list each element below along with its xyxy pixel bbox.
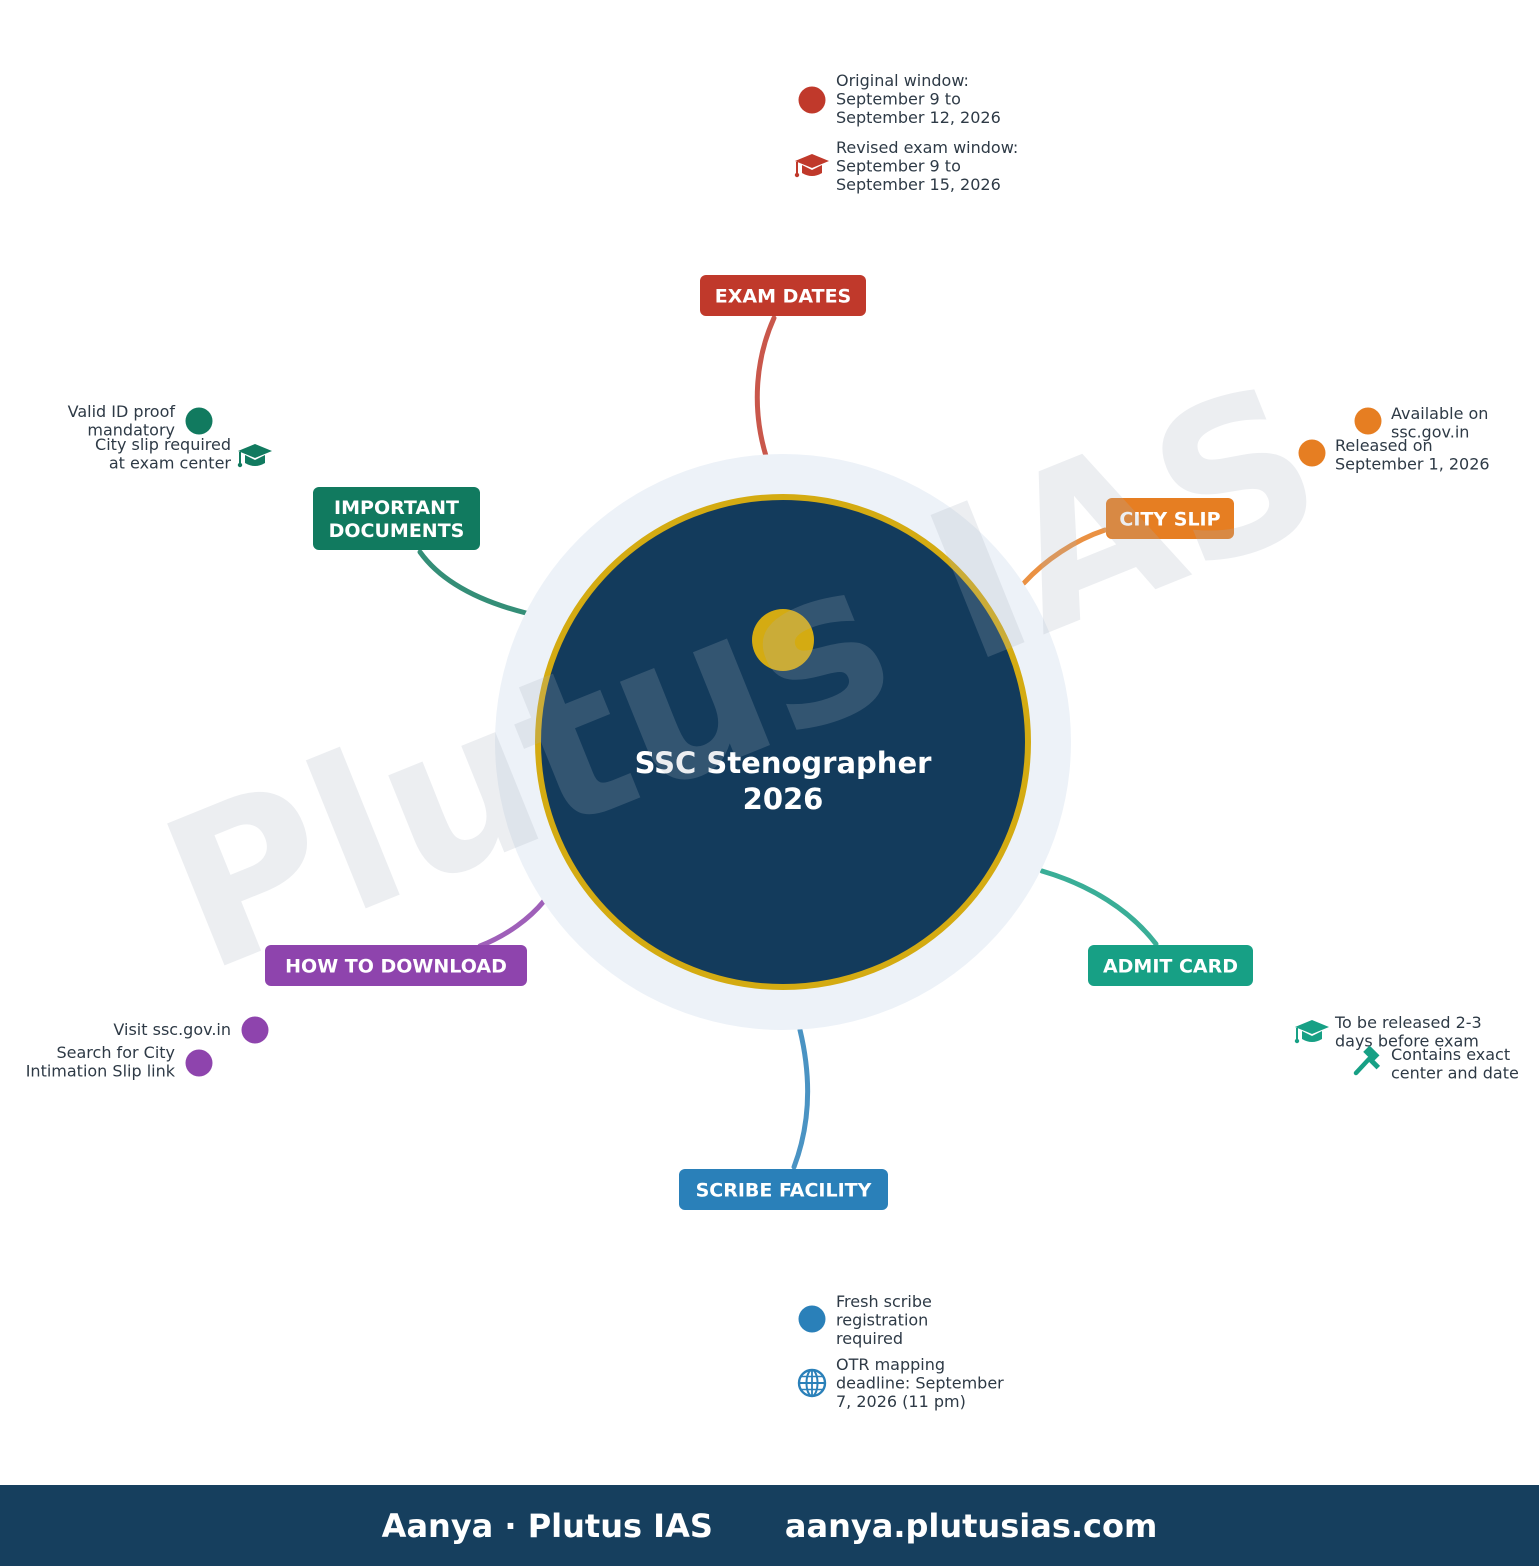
footer-url: aanya.plutusias.com	[784, 1506, 1158, 1545]
branch-connectors	[417, 315, 1159, 1170]
hub-core	[535, 494, 1031, 990]
hub-title-line-2: 2026	[743, 782, 824, 816]
city-slip-item-line: Released on	[1335, 436, 1433, 455]
central-hub: SSC Stenographer 2026	[495, 454, 1071, 1030]
important-documents-label-box	[313, 487, 480, 550]
gavel-icon	[1353, 1045, 1381, 1076]
admit-card-connector	[1039, 868, 1159, 947]
exam-dates-label-box	[700, 275, 866, 316]
hub-title-line-1: SSC Stenographer	[635, 746, 933, 780]
city-slip-item-line: September 1, 2026	[1335, 455, 1490, 474]
circle-bullet-icon	[185, 407, 213, 435]
city-slip-label-box	[1106, 498, 1234, 539]
admit-card-item-line: To be released 2-3	[1334, 1013, 1482, 1032]
exam-dates-item-line: Original window:	[836, 71, 969, 90]
branch-scribe-facility: SCRIBE FACILITY Fresh scriberegistrationr…	[679, 1169, 1004, 1411]
exam-dates-connector	[754, 315, 777, 459]
scribe-facility-item-line: deadline: September	[836, 1374, 1004, 1393]
how-to-download-label-box	[265, 945, 527, 986]
exam-dates-item-line: September 12, 2026	[836, 108, 1001, 127]
graduation-cap-icon	[1294, 1020, 1329, 1044]
scribe-facility-item-line: Fresh scribe	[836, 1292, 932, 1311]
circle-bullet-icon	[798, 1305, 826, 1333]
important-documents-label-line: IMPORTANT	[334, 497, 459, 519]
scribe-facility-connector	[791, 1027, 811, 1170]
exam-dates-item-line: Revised exam window:	[836, 138, 1018, 157]
scribe-facility-item-line: 7, 2026 (11 pm)	[836, 1392, 966, 1411]
scribe-facility-item-line: required	[836, 1329, 903, 1348]
admit-card-item-line: Contains exact	[1391, 1045, 1510, 1064]
footer-brand: Aanya · Plutus IAS	[381, 1506, 713, 1545]
circle-bullet-icon	[798, 86, 826, 114]
exam-dates-item-line: September 9 to	[836, 157, 961, 176]
how-to-download-label-line: HOW TO DOWNLOAD	[285, 956, 507, 978]
globe-icon	[797, 1368, 827, 1398]
how-to-download-item-line: Intimation Slip link	[26, 1062, 176, 1081]
circle-bullet-icon	[1354, 407, 1382, 435]
scribe-facility-label-line: SCRIBE FACILITY	[696, 1180, 872, 1202]
scribe-facility-item-line: registration	[836, 1311, 928, 1330]
scribe-facility-item-line: OTR mapping	[836, 1355, 945, 1374]
important-documents-item-line: at exam center	[109, 454, 232, 473]
important-documents-label-line: DOCUMENTS	[329, 520, 465, 542]
important-documents-item-line: mandatory	[87, 421, 175, 440]
admit-card-label-box	[1088, 945, 1253, 986]
circle-bullet-icon	[185, 1049, 213, 1077]
important-documents-item-line: City slip required	[95, 435, 231, 454]
how-to-download-item-line: Visit ssc.gov.in	[113, 1020, 231, 1039]
graduation-cap-icon	[794, 154, 829, 178]
exam-dates-item-line: September 9 to	[836, 90, 961, 109]
exam-dates-label-line: EXAM DATES	[715, 286, 851, 308]
circle-bullet-icon	[1298, 439, 1326, 467]
how-to-download-connector	[477, 898, 547, 949]
city-slip-connector	[1021, 527, 1108, 586]
admit-card-label-line: ADMIT CARD	[1103, 956, 1238, 978]
city-slip-label-line: CITY SLIP	[1119, 509, 1220, 531]
branch-city-slip: CITY SLIP Available onssc.gov.inReleased …	[1106, 404, 1490, 539]
mind-map-diagram: SSC Stenographer 2026 EXAM DATES Original…	[26, 71, 1519, 1411]
how-to-download-item-line: Search for City	[57, 1043, 176, 1062]
city-slip-item-line: ssc.gov.in	[1391, 423, 1469, 442]
hub-dot-icon	[752, 609, 814, 671]
footer-bar: Aanya · Plutus IAS aanya.plutusias.com	[0, 1485, 1539, 1566]
graduation-cap-icon	[237, 444, 272, 468]
circle-bullet-icon	[241, 1016, 269, 1044]
admit-card-item-line: days before exam	[1335, 1032, 1479, 1051]
scribe-facility-label-box	[679, 1169, 888, 1210]
important-documents-connector	[417, 549, 529, 616]
city-slip-item-line: Available on	[1391, 404, 1488, 423]
admit-card-item-line: center and date	[1391, 1064, 1519, 1083]
exam-dates-item-line: September 15, 2026	[836, 175, 1001, 194]
important-documents-item-line: Valid ID proof	[68, 402, 176, 421]
